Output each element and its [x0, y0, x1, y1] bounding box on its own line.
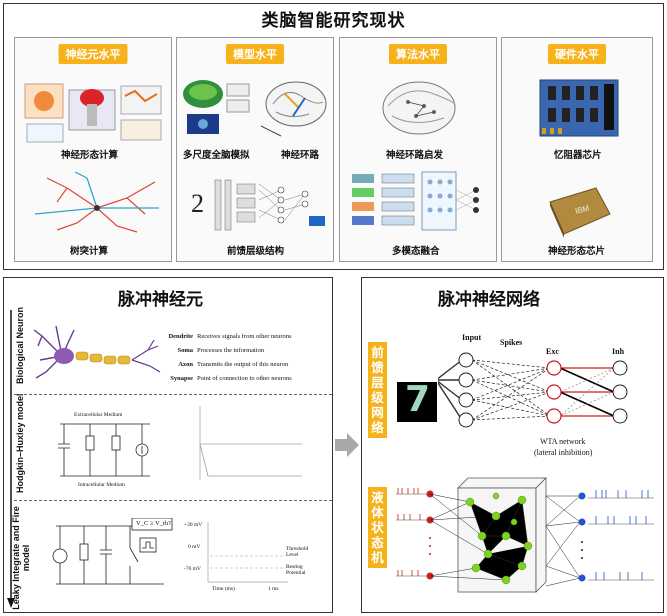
liquid-state-machine	[396, 477, 654, 593]
row-label-biological: Biological Neuron	[15, 306, 25, 384]
lif-circuit	[52, 518, 173, 585]
hh-circuit	[58, 423, 150, 477]
lif-threshold: Threshold Level	[286, 546, 309, 558]
neuromorphic-chip-illustration: IBM	[549, 187, 611, 238]
feedforward-snn	[438, 352, 628, 428]
left-panel	[3, 277, 333, 613]
label-input: Input	[462, 333, 482, 342]
right-panel-title: 脉冲神经网络	[438, 290, 540, 310]
feedforward-badge: 前馈层级网络	[368, 342, 387, 438]
row-divider	[14, 394, 332, 395]
column-neuron-level: 神经元水平 神经形态计算 树突计算	[14, 37, 172, 262]
caption-neuromorphic-chip: 神经形态芯片	[548, 246, 606, 257]
hh-extracellular: Extracellular Medium	[74, 412, 123, 418]
right-arrow-icon	[335, 433, 359, 457]
lif-plot	[207, 522, 288, 583]
label-inh: Inh	[612, 347, 625, 356]
lif-condition: V_C ≥ V_th?	[136, 520, 171, 527]
lif-v0: 0 mV	[188, 544, 201, 550]
digit-text: 7	[405, 379, 431, 420]
multimodal-illustration	[352, 171, 479, 231]
brain-model-illustration	[183, 80, 327, 137]
lif-scale: 1 ms	[268, 586, 279, 592]
memristor-chip-illustration	[539, 79, 619, 137]
column-badge: 硬件水平	[548, 44, 606, 64]
caption-dendrite: 树突计算	[70, 246, 109, 257]
digit-image	[397, 382, 437, 422]
caption-neuromorphic: 神经形态计算	[61, 150, 119, 161]
neuron-illustration	[33, 325, 161, 379]
dendrite-illustration	[34, 171, 159, 233]
column-algorithm-level: 算法水平 神经环路启发 多模态融合	[339, 37, 497, 262]
lif-xaxis: Time (ms)	[212, 586, 235, 592]
feedforward-illustration: 2	[191, 179, 325, 231]
caption-circuit: 神经环路	[281, 150, 320, 161]
caption-multiscale: 多尺度全脑模拟	[183, 150, 250, 161]
left-panel-title: 脉冲神经元	[118, 290, 203, 310]
row-divider	[14, 500, 332, 501]
label-exc: Exc	[546, 347, 559, 356]
column-badge: 算法水平	[389, 44, 447, 64]
hh-plot	[199, 406, 302, 480]
page-title: 类脑智能研究现状	[261, 11, 406, 31]
column-model-level: 模型水平 多尺度全脑模拟 神经环路 2 前馈层级结构	[176, 37, 334, 262]
down-arrow	[7, 310, 15, 608]
caption-feedforward: 前馈层级结构	[227, 246, 285, 257]
row-label-lif: Leaky Integrate and Fire model	[11, 506, 31, 610]
neuromorphic-illustration	[24, 83, 162, 143]
label-wta-sub: (lateral inhibition)	[534, 448, 593, 457]
column-hardware-level: 硬件水平 忆阻器芯片 IBM 神经形态芯片	[501, 37, 653, 262]
label-wta: WTA network	[540, 437, 586, 446]
lif-v30: +30 mV	[184, 522, 203, 528]
lif-v70: -70 mV	[184, 566, 201, 572]
circuit-inspired-illustration	[382, 81, 456, 135]
svg-text:2: 2	[191, 189, 204, 218]
caption-multimodal: 多模态融合	[392, 246, 440, 257]
column-badge: 神经元水平	[58, 44, 128, 64]
lsm-badge: 液体状态机	[368, 487, 387, 568]
svg-text:IBM: IBM	[574, 203, 590, 215]
label-spikes: Spikes	[500, 338, 523, 347]
column-badge: 模型水平	[226, 44, 284, 64]
caption-memristor: 忆阻器芯片	[554, 150, 602, 161]
row-label-hh: Hodgkin–Huxley model	[15, 393, 25, 493]
hh-intracellular: Intracellular Medium	[78, 482, 125, 488]
lif-resting: Resting Potential	[286, 564, 306, 576]
caption-circuit-inspired: 神经环路启发	[386, 150, 444, 161]
